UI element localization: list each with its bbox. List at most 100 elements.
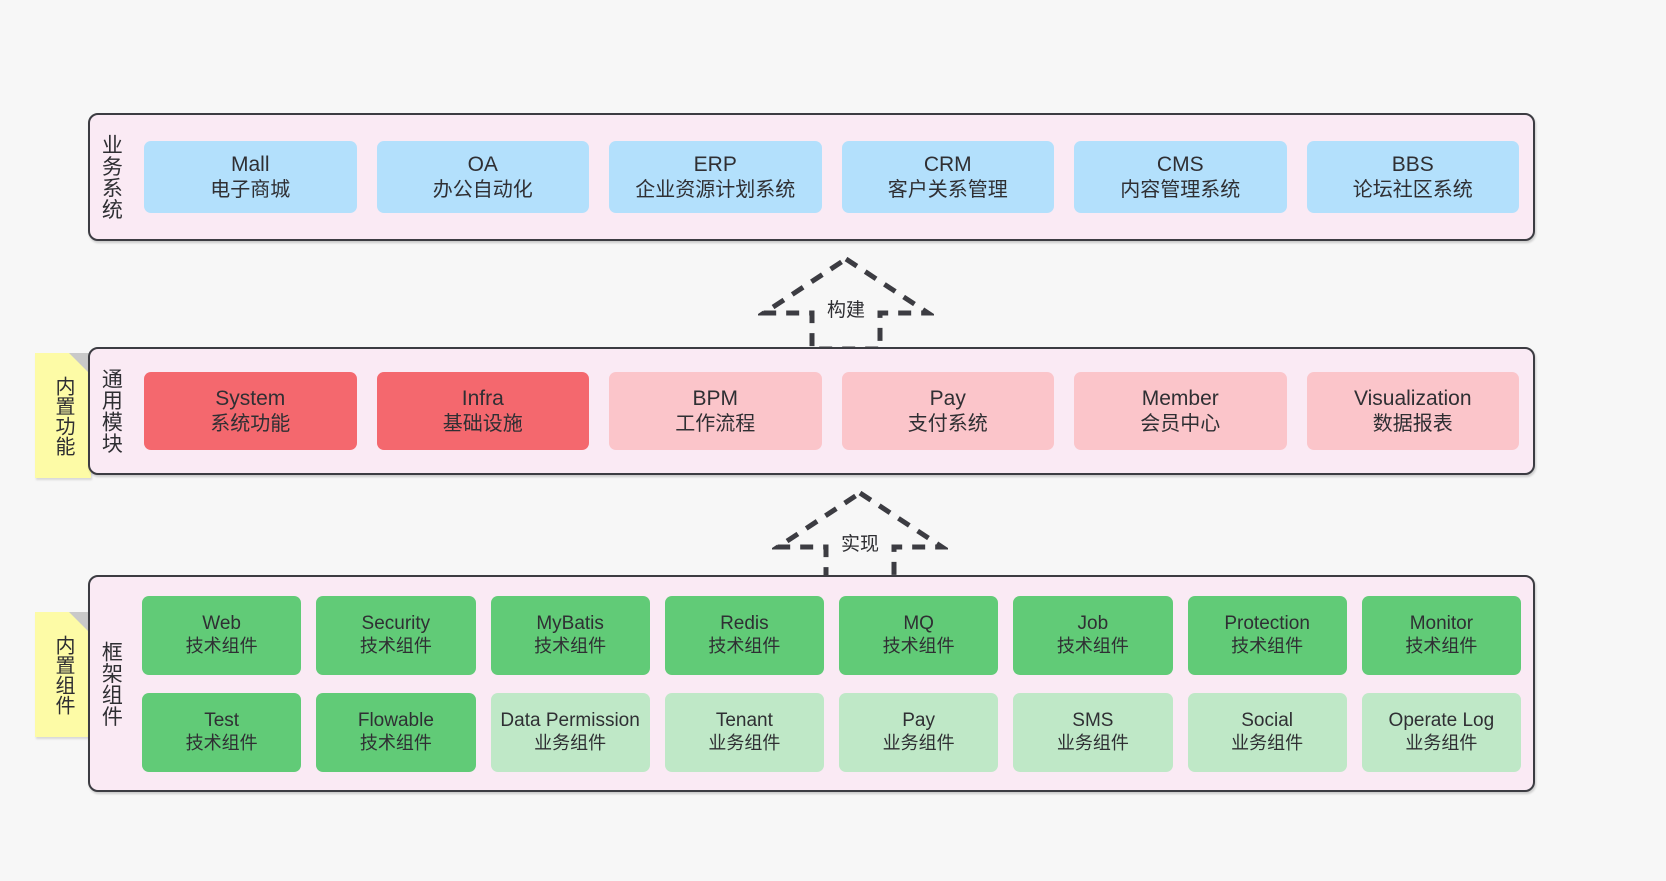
- card-title-en: BPM: [692, 387, 738, 410]
- card-sms[interactable]: SMS 业务组件: [1013, 692, 1173, 772]
- card-social[interactable]: Social 业务组件: [1187, 692, 1347, 772]
- card-title-cn: 业务组件: [708, 732, 781, 753]
- layer-title-business: 业务系统: [99, 134, 123, 220]
- card-title-cn: 内容管理系统: [1120, 178, 1241, 201]
- card-title-en: Protection: [1224, 613, 1310, 635]
- card-title-en: Web: [202, 613, 241, 635]
- card-job[interactable]: Job 技术组件: [1013, 595, 1173, 675]
- card-protection[interactable]: Protection 技术组件: [1187, 595, 1347, 675]
- card-title-en: Pay: [929, 387, 966, 410]
- layer-title-framework: 框架组件: [99, 640, 123, 727]
- card-row: Test 技术组件 Flowable 技术组件 Data Permission …: [142, 692, 1521, 772]
- card-infra[interactable]: Infra 基础设施: [376, 372, 589, 450]
- card-title-cn: 业务组件: [534, 732, 607, 753]
- card-title-en: Redis: [720, 613, 769, 635]
- card-title-cn: 业务组件: [1405, 732, 1478, 753]
- card-title-cn: 电子商城: [210, 178, 291, 201]
- card-web[interactable]: Web 技术组件: [142, 595, 302, 675]
- card-row: Mall 电子商城 OA 办公自动化 ERP 企业资源计划系统 CRM 客户关系…: [144, 141, 1519, 213]
- card-title-en: OA: [467, 153, 498, 176]
- card-title-cn: 系统功能: [210, 412, 291, 435]
- card-pay-component[interactable]: Pay 业务组件: [839, 692, 999, 772]
- layer-body-business: Mall 电子商城 OA 办公自动化 ERP 企业资源计划系统 CRM 客户关系…: [130, 115, 1533, 239]
- card-title-cn: 业务组件: [1231, 732, 1304, 753]
- card-monitor[interactable]: Monitor 技术组件: [1361, 595, 1521, 675]
- card-title-en: SMS: [1072, 710, 1114, 732]
- card-title-en: Data Permission: [500, 710, 640, 732]
- card-title-en: Social: [1241, 710, 1293, 732]
- card-operate-log[interactable]: Operate Log 业务组件: [1361, 692, 1521, 772]
- card-row: System 系统功能 Infra 基础设施 BPM 工作流程 Pay 支付系统…: [144, 372, 1519, 450]
- card-visualization[interactable]: Visualization 数据报表: [1306, 372, 1519, 450]
- card-title-cn: 技术组件: [359, 635, 432, 656]
- card-title-cn: 技术组件: [708, 635, 781, 656]
- card-flowable[interactable]: Flowable 技术组件: [316, 692, 476, 772]
- card-title-en: Member: [1141, 387, 1219, 410]
- card-title-en: Tenant: [715, 710, 773, 732]
- card-title-en: ERP: [693, 153, 737, 176]
- card-title-cn: 基础设施: [442, 412, 523, 435]
- card-title-cn: 技术组件: [185, 732, 258, 753]
- layer-common-modules: 通用模块 System 系统功能 Infra 基础设施 BPM 工作流程 Pay…: [88, 347, 1535, 475]
- card-title-en: System: [215, 387, 286, 410]
- card-title-en: Mall: [230, 153, 270, 176]
- card-mq[interactable]: MQ 技术组件: [839, 595, 999, 675]
- card-mall[interactable]: Mall 电子商城: [144, 141, 357, 213]
- card-title-cn: 技术组件: [359, 732, 432, 753]
- card-erp[interactable]: ERP 企业资源计划系统: [609, 141, 822, 213]
- note-builtin-component: 内置组件: [35, 612, 91, 737]
- card-title-cn: 会员中心: [1140, 412, 1221, 435]
- arrow-implement: 实现: [772, 487, 948, 589]
- card-bpm[interactable]: BPM 工作流程: [609, 372, 822, 450]
- card-title-cn: 客户关系管理: [887, 178, 1008, 201]
- layer-body-framework: Web 技术组件 Security 技术组件 MyBatis 技术组件 Redi…: [130, 577, 1533, 790]
- card-cms[interactable]: CMS 内容管理系统: [1074, 141, 1287, 213]
- note-text: 内置功能: [52, 375, 74, 456]
- card-security[interactable]: Security 技术组件: [316, 595, 476, 675]
- card-title-en: Operate Log: [1388, 710, 1495, 732]
- card-title-en: Flowable: [357, 710, 434, 732]
- card-crm[interactable]: CRM 客户关系管理: [841, 141, 1054, 213]
- card-title-cn: 数据报表: [1372, 412, 1453, 435]
- layer-body-modules: System 系统功能 Infra 基础设施 BPM 工作流程 Pay 支付系统…: [130, 349, 1533, 473]
- card-data-permission[interactable]: Data Permission 业务组件: [490, 692, 650, 772]
- layer-framework-components: 框架组件 Web 技术组件 Security 技术组件 MyBatis 技术组件…: [88, 575, 1535, 792]
- card-title-cn: 办公自动化: [432, 178, 533, 201]
- arrow-label-implement: 实现: [840, 534, 879, 555]
- layer-title-modules: 通用模块: [99, 368, 123, 454]
- card-title-en: MQ: [903, 613, 934, 635]
- card-title-en: Security: [361, 613, 431, 635]
- card-system[interactable]: System 系统功能: [144, 372, 357, 450]
- arrow-label-build: 构建: [826, 300, 865, 321]
- card-title-en: Visualization: [1353, 387, 1472, 410]
- card-title-en: Pay: [902, 710, 935, 732]
- arrow-build: 构建: [758, 253, 934, 355]
- card-member[interactable]: Member 会员中心: [1074, 372, 1287, 450]
- card-title-cn: 业务组件: [1056, 732, 1129, 753]
- card-title-cn: 技术组件: [882, 635, 955, 656]
- card-title-cn: 论坛社区系统: [1352, 178, 1473, 201]
- card-title-cn: 业务组件: [882, 732, 955, 753]
- card-title-en: CRM: [923, 153, 972, 176]
- card-pay-module[interactable]: Pay 支付系统: [841, 372, 1054, 450]
- card-title-en: Infra: [461, 387, 504, 410]
- card-title-cn: 技术组件: [1231, 635, 1304, 656]
- card-title-cn: 技术组件: [534, 635, 607, 656]
- card-row: Web 技术组件 Security 技术组件 MyBatis 技术组件 Redi…: [142, 595, 1521, 675]
- card-title-en: BBS: [1391, 153, 1434, 176]
- card-title-cn: 支付系统: [907, 412, 988, 435]
- card-title-en: Job: [1077, 613, 1109, 635]
- card-test[interactable]: Test 技术组件: [142, 692, 302, 772]
- card-title-cn: 技术组件: [185, 635, 258, 656]
- card-redis[interactable]: Redis 技术组件: [664, 595, 824, 675]
- card-title-cn: 工作流程: [675, 412, 756, 435]
- card-bbs[interactable]: BBS 论坛社区系统: [1306, 141, 1519, 213]
- card-title-en: Monitor: [1409, 613, 1474, 635]
- card-tenant[interactable]: Tenant 业务组件: [664, 692, 824, 772]
- card-title-en: Test: [204, 710, 240, 732]
- card-oa[interactable]: OA 办公自动化: [376, 141, 589, 213]
- layer-business-system: 业务系统 Mall 电子商城 OA 办公自动化 ERP 企业资源计划系统 CRM…: [88, 113, 1535, 241]
- card-mybatis[interactable]: MyBatis 技术组件: [490, 595, 650, 675]
- note-builtin-function: 内置功能: [35, 353, 91, 478]
- card-title-cn: 技术组件: [1405, 635, 1478, 656]
